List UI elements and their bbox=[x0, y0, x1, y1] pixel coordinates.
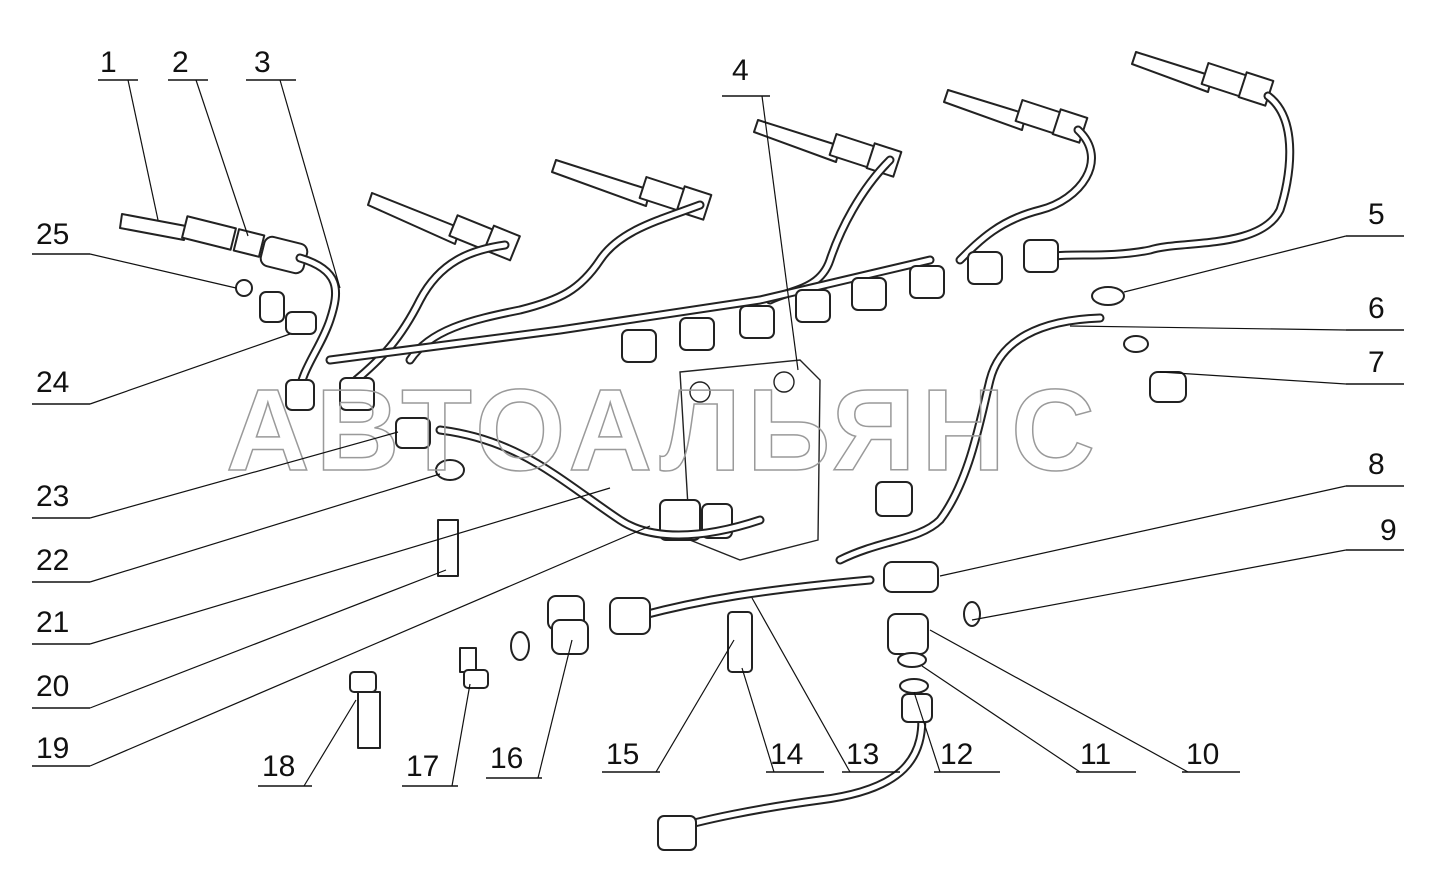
callout-10: 10 bbox=[929, 629, 1240, 773]
svg-text:4: 4 bbox=[732, 54, 749, 87]
lower-pipes bbox=[435, 313, 1105, 835]
svg-text:12: 12 bbox=[940, 738, 973, 771]
callout-20: 20 bbox=[32, 569, 447, 709]
callouts: 1 2 3 4 25 24 bbox=[32, 46, 1404, 787]
outlet-nuts bbox=[621, 239, 1059, 363]
nut bbox=[901, 693, 933, 723]
banjo-bolt bbox=[727, 611, 753, 673]
callout-13: 13 bbox=[751, 597, 900, 773]
svg-text:20: 20 bbox=[36, 670, 69, 703]
svg-text:8: 8 bbox=[1368, 448, 1385, 481]
callout-3: 3 bbox=[246, 46, 341, 289]
svg-text:11: 11 bbox=[1080, 738, 1111, 771]
svg-text:10: 10 bbox=[1186, 738, 1219, 771]
callout-21: 21 bbox=[32, 487, 611, 645]
svg-text:7: 7 bbox=[1368, 346, 1385, 379]
injector-exploded bbox=[119, 213, 309, 275]
callout-4: 4 bbox=[722, 54, 799, 371]
svg-text:16: 16 bbox=[490, 742, 523, 775]
loose-parts bbox=[235, 279, 981, 851]
callout-24: 24 bbox=[32, 333, 291, 405]
callout-16: 16 bbox=[486, 639, 573, 779]
svg-text:24: 24 bbox=[36, 366, 69, 399]
screw bbox=[459, 647, 477, 673]
callout-8: 8 bbox=[939, 448, 1404, 577]
washer bbox=[963, 601, 981, 627]
callout-19: 19 bbox=[32, 525, 651, 767]
svg-text:14: 14 bbox=[770, 738, 803, 771]
washer bbox=[899, 678, 929, 694]
clip bbox=[259, 291, 285, 323]
washer bbox=[235, 279, 253, 297]
flange-hole bbox=[689, 381, 711, 403]
flange-hole bbox=[773, 371, 795, 393]
fittings bbox=[285, 286, 1187, 593]
clip bbox=[437, 519, 459, 577]
washer bbox=[510, 631, 530, 661]
callout-22: 22 bbox=[32, 473, 441, 583]
high-pressure-pipes bbox=[293, 91, 1295, 405]
bolt-shank bbox=[357, 691, 381, 749]
svg-text:9: 9 bbox=[1380, 514, 1397, 547]
svg-text:2: 2 bbox=[172, 46, 189, 79]
svg-text:21: 21 bbox=[36, 606, 69, 639]
svg-text:17: 17 bbox=[406, 750, 439, 783]
callout-25: 25 bbox=[32, 218, 237, 289]
washer bbox=[897, 652, 927, 668]
watermark: АВТОАЛЬЯНС bbox=[226, 365, 1101, 495]
svg-text:6: 6 bbox=[1368, 292, 1385, 325]
callout-23: 23 bbox=[32, 431, 399, 519]
callout-9: 9 bbox=[971, 514, 1404, 621]
assembly-drawing bbox=[119, 51, 1295, 851]
svg-text:23: 23 bbox=[36, 480, 69, 513]
callout-6: 6 bbox=[1069, 292, 1404, 331]
callout-14: 14 bbox=[741, 667, 824, 773]
callout-11: 11 bbox=[921, 665, 1136, 773]
union bbox=[551, 619, 589, 655]
callout-1: 1 bbox=[98, 46, 159, 221]
callout-15: 15 bbox=[602, 639, 735, 773]
svg-text:18: 18 bbox=[262, 750, 295, 783]
callout-17: 17 bbox=[402, 683, 471, 787]
elbow-fitting bbox=[887, 613, 929, 655]
nut bbox=[657, 815, 697, 851]
banjo-fitting bbox=[609, 597, 651, 635]
svg-text:5: 5 bbox=[1368, 198, 1385, 231]
svg-text:1: 1 bbox=[100, 46, 117, 79]
callout-18: 18 bbox=[258, 699, 357, 787]
callout-12: 12 bbox=[913, 691, 1000, 773]
callout-2: 2 bbox=[168, 46, 249, 237]
svg-text:22: 22 bbox=[36, 544, 69, 577]
injector bbox=[1131, 51, 1275, 107]
svg-text:25: 25 bbox=[36, 218, 69, 251]
injector bbox=[943, 89, 1089, 144]
nut bbox=[285, 311, 317, 335]
callout-7: 7 bbox=[1159, 346, 1404, 385]
callout-5: 5 bbox=[1123, 198, 1404, 293]
svg-text:13: 13 bbox=[846, 738, 879, 771]
svg-text:15: 15 bbox=[606, 738, 639, 771]
bolt-head bbox=[349, 671, 377, 693]
screw-head bbox=[463, 669, 489, 689]
svg-text:19: 19 bbox=[36, 732, 69, 765]
svg-text:3: 3 bbox=[254, 46, 271, 79]
